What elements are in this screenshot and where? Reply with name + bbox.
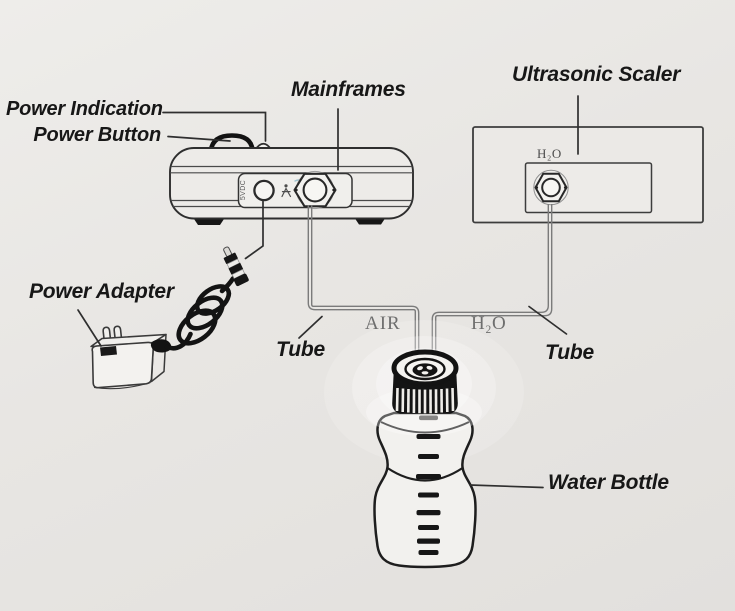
label-air-line: AIR xyxy=(365,313,401,334)
dc-power-jack xyxy=(253,179,275,202)
leader-lines xyxy=(77,95,579,489)
adapter-bottom-edge xyxy=(93,381,151,390)
bottle-body-ring xyxy=(386,467,464,482)
leader-power-button xyxy=(167,135,231,142)
water-bottle-device xyxy=(324,320,524,569)
panel-symbol-icon xyxy=(281,179,304,198)
leader-tube-left xyxy=(298,315,323,339)
air-tube xyxy=(307,205,420,352)
label-water-bottle: Water Bottle xyxy=(548,471,669,494)
leader-power-adapter xyxy=(77,309,102,347)
power-adapter-device xyxy=(90,246,249,390)
cable-boot xyxy=(150,339,172,353)
leader-tube-right xyxy=(528,305,568,335)
leader-water-bottle xyxy=(469,484,544,489)
label-h2o-line: H₂O xyxy=(471,313,506,334)
mainframe-device xyxy=(169,133,414,225)
label-h2o-port: H₂O xyxy=(537,146,562,161)
label-mainframes: Mainframes xyxy=(291,78,406,101)
adapter-dark-marker xyxy=(100,346,117,356)
bottle-cap xyxy=(391,349,459,414)
label-power-button: Power Button xyxy=(33,124,161,146)
graduation-marks xyxy=(416,415,441,555)
label-power-indication: Power Indication xyxy=(6,98,163,120)
bottle-shoulder-ring xyxy=(380,421,470,434)
dc-plug xyxy=(223,246,249,287)
label-dc-jack: 5VDC xyxy=(240,179,247,201)
label-tube-left: Tube xyxy=(276,338,325,361)
cap-hub-slots xyxy=(417,365,433,375)
ultrasonic-scaler-device xyxy=(472,126,704,224)
h2o-connector xyxy=(533,169,569,206)
leader-jack-to-plug xyxy=(244,200,264,260)
h2o-tube xyxy=(431,204,553,352)
label-ultrasonic-scaler: Ultrasonic Scaler xyxy=(512,63,681,86)
power-button-bump xyxy=(208,133,255,153)
label-tube-right: Tube xyxy=(545,341,594,364)
cap-ribs xyxy=(395,387,455,414)
air-connector xyxy=(293,170,337,210)
bottle-body xyxy=(373,411,477,569)
label-power-adapter: Power Adapter xyxy=(29,280,174,303)
coiled-cable xyxy=(164,276,236,351)
leader-power-indication xyxy=(162,111,267,142)
